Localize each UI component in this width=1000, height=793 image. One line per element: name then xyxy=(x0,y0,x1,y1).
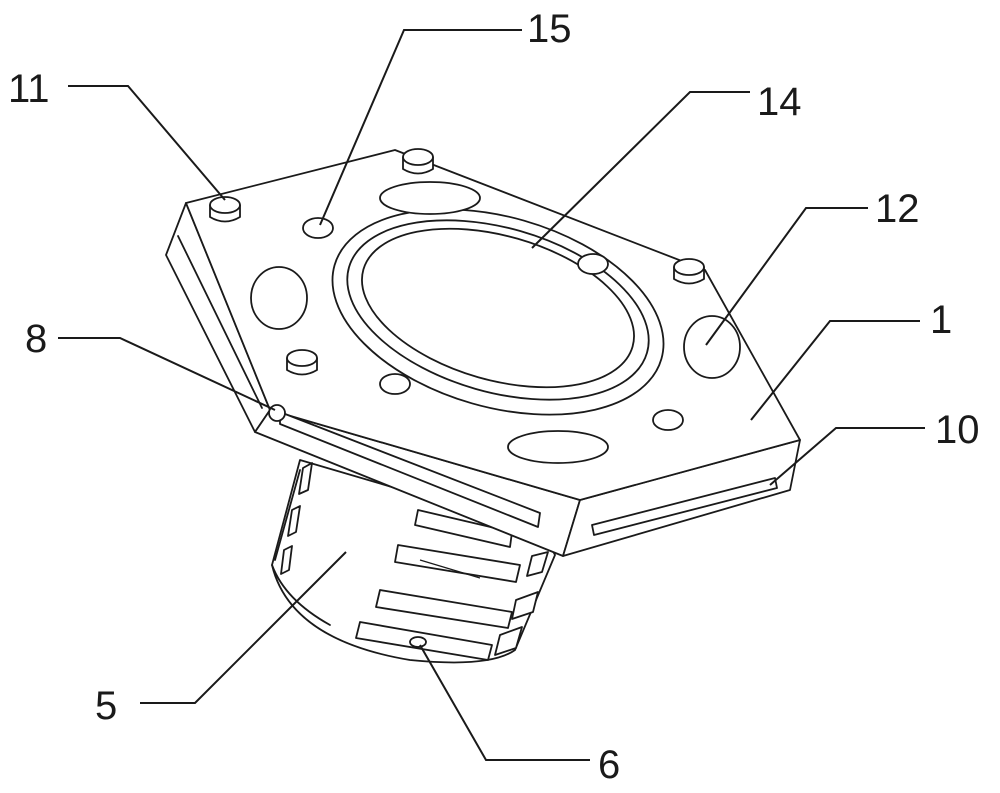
label-6: 6 xyxy=(598,743,620,787)
leader-8 xyxy=(58,337,276,411)
label-15: 15 xyxy=(527,7,572,51)
leader-1 xyxy=(750,320,920,421)
leader-10 xyxy=(769,427,925,486)
small-holes xyxy=(302,217,684,431)
label-5: 5 xyxy=(95,684,117,728)
label-1: 1 xyxy=(930,298,952,342)
reference-labels: 11 15 14 12 1 8 10 5 6 xyxy=(8,7,980,787)
leader-14 xyxy=(531,91,750,249)
label-11: 11 xyxy=(8,67,50,111)
cylinder-front-slots xyxy=(355,509,521,661)
plate-bolts xyxy=(209,148,705,376)
leader-15 xyxy=(319,29,522,226)
cylinder-right-slots xyxy=(494,551,549,656)
leader-5 xyxy=(140,551,347,704)
label-12: 12 xyxy=(875,187,920,231)
label-8: 8 xyxy=(25,317,47,361)
leader-6 xyxy=(419,644,590,761)
label-14: 14 xyxy=(757,80,802,124)
cylinder-left-slots xyxy=(280,462,313,575)
leader-lines xyxy=(58,29,925,761)
cylinder-bolt xyxy=(409,636,427,648)
leader-11 xyxy=(68,85,226,201)
plate-holes xyxy=(250,181,741,464)
leader-12 xyxy=(705,207,868,346)
label-10: 10 xyxy=(935,408,980,452)
